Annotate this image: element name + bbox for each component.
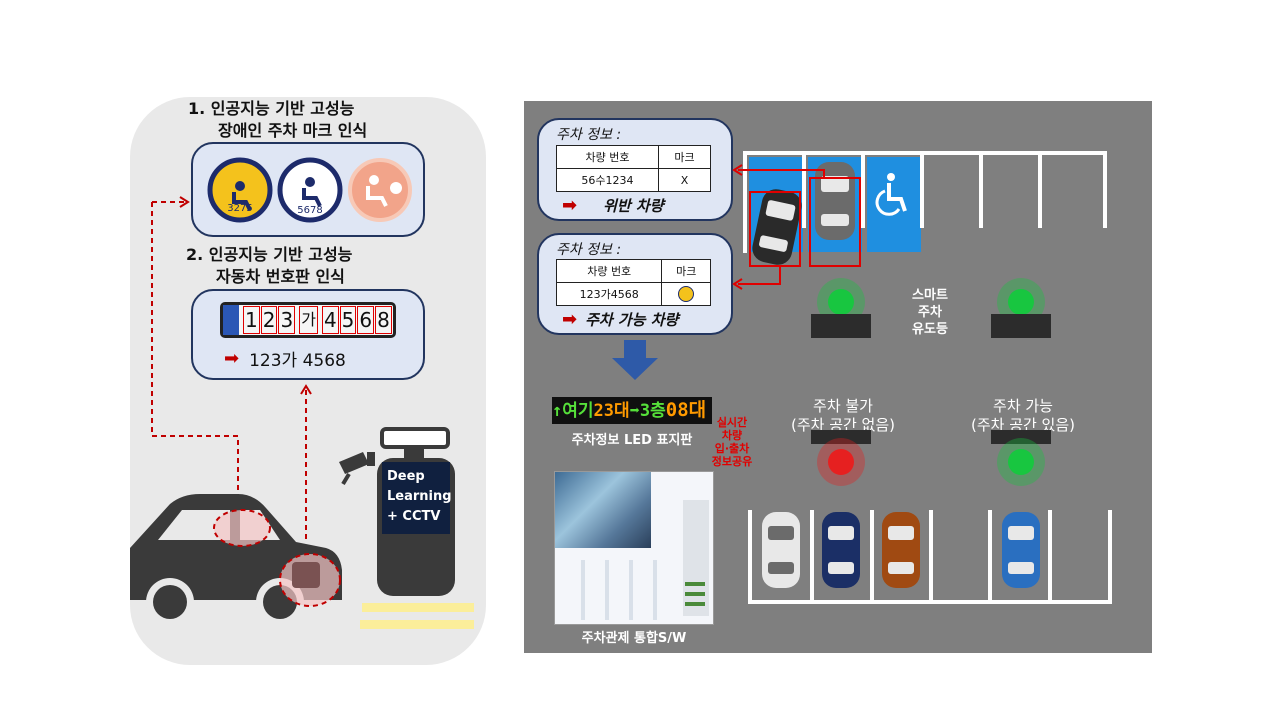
info1-mark: X [657, 168, 712, 192]
camera-feed-image [555, 472, 651, 548]
software-label: 주차관제 통합S/W [581, 631, 687, 646]
guide-light-green-1 [811, 278, 871, 338]
info1-col1: 차량 번호 [556, 145, 659, 169]
right-arrow-icon: ➡ [224, 348, 240, 369]
kiosk-head [380, 427, 450, 449]
guide-light-green-2 [991, 278, 1051, 338]
cctv-camera-icon [339, 452, 375, 486]
realtime-line2: 차량 [721, 429, 743, 442]
sensor-grid [561, 560, 675, 620]
info2-plate: 123가4568 [555, 282, 663, 306]
info1-plate: 56수1234 [556, 168, 659, 192]
white-mark-number: 5678 [297, 205, 322, 216]
control-software-screenshot [554, 471, 714, 625]
info1-col2: 마크 [657, 145, 712, 169]
realtime-line1: 실시간 [716, 416, 748, 429]
white-parking-mark: 5678 [277, 157, 343, 223]
status-available-line2: (주차 공간 있음) [970, 416, 1076, 434]
guide-light-red [811, 430, 871, 486]
realtime-sharing-label: 실시간 차량 입·출차 정보공유 [704, 416, 760, 468]
kiosk-label-line3: + CCTV [387, 509, 441, 524]
plate-char: 2 [260, 306, 278, 334]
down-arrow-icon [612, 340, 658, 380]
guide-light-green-3 [991, 430, 1051, 486]
plate-char: 8 [375, 306, 392, 334]
plate-char: 6 [357, 306, 375, 334]
guide-light-line2: 주차 [918, 305, 942, 320]
realtime-line3: 입·출차 [714, 442, 750, 455]
led-text-orange-1: 23대 [593, 401, 630, 421]
plate-char: 4 [321, 306, 339, 334]
accessible-spot-3 [867, 157, 921, 252]
led-text-green-1: ↑여기 [552, 401, 594, 421]
parked-car-navy [822, 512, 860, 588]
info2-result-row: ➡ 주차 가능 차량 [562, 309, 678, 330]
status-unavailable-line1: 주차 불가 [813, 397, 873, 415]
kiosk-label: Deep Learning + CCTV [387, 467, 452, 527]
led-text-green-2: ➡3층 [629, 401, 666, 421]
info2-mark-cell [661, 282, 711, 306]
status-available: 주차 가능 (주차 공간 있음) [948, 397, 1098, 435]
detection-boxes [732, 164, 861, 290]
info2-col2: 마크 [661, 259, 711, 283]
bottom-parking-lines [748, 510, 1112, 604]
step2-title-line2: 자동차 번호판 인식 [216, 267, 345, 286]
info2-result: 주차 가능 차량 [585, 311, 679, 329]
info2-col1: 차량 번호 [555, 259, 663, 283]
car-silhouette [130, 494, 342, 626]
step2-title-line1: 2. 인공지능 기반 고성능 [186, 245, 353, 264]
guide-light-line1: 스마트 [912, 288, 948, 303]
guide-light-label: 스마트 주차 유도등 [900, 287, 960, 338]
yellow-mark-number: 3275 [227, 203, 252, 214]
plate-char: 5 [339, 306, 357, 334]
info2-title: 주차 정보 : [556, 242, 622, 258]
step1-title-line1: 1. 인공지능 기반 고성능 [188, 99, 355, 118]
kiosk-label-line1: Deep [387, 469, 425, 484]
step1-title-line2: 장애인 주차 마크 인식 [218, 121, 368, 140]
orange-parking-mark [348, 158, 412, 222]
right-arrow-icon: ➡ [562, 309, 578, 330]
info1-title: 주차 정보 : [556, 127, 622, 143]
led-text-orange-2: 08대 [665, 399, 707, 421]
disability-mark-icon [678, 286, 695, 302]
plate-flag-strip [223, 305, 239, 335]
plate-char: 1 [243, 306, 260, 334]
kiosk-label-line2: Learning [387, 489, 452, 504]
kiosk-neck [404, 449, 424, 459]
disability-marks: 3275 5678 [207, 157, 412, 223]
status-available-line1: 주차 가능 [993, 397, 1053, 415]
parked-car-black [752, 189, 802, 265]
parked-car-blue [1002, 512, 1040, 588]
parked-car-brown [882, 512, 920, 588]
connector-lines [151, 196, 312, 540]
plate-result: 123가 4568 [249, 351, 346, 371]
guide-light-line3: 유도등 [912, 322, 948, 337]
info1-result-row: ➡ 위반 차량 [562, 195, 664, 216]
parked-car-white [762, 512, 800, 588]
control-panel-strip [683, 500, 709, 616]
realtime-line4: 정보공유 [711, 455, 753, 468]
info1-result: 위반 차량 [603, 197, 664, 215]
top-parking-lines [743, 151, 1107, 253]
led-board-label: 주차정보 LED 표지판 [571, 433, 693, 448]
led-board: ↑여기23대➡3층08대 [552, 397, 712, 424]
parked-car-gray [815, 162, 855, 240]
yellow-parking-mark: 3275 [207, 157, 273, 223]
yellow-stripe-2 [360, 620, 474, 629]
wheelchair-icon [875, 173, 907, 216]
yellow-stripe-1 [362, 603, 474, 612]
plate-char: 3 [278, 306, 296, 334]
right-arrow-icon: ➡ [562, 195, 578, 216]
kiosk-screen: Deep Learning + CCTV [382, 462, 452, 534]
plate-result-row: ➡ 123가 4568 [224, 346, 346, 371]
status-unavailable: 주차 불가 (주차 공간 없음) [768, 397, 918, 435]
status-unavailable-line2: (주차 공간 없음) [790, 416, 896, 434]
plate-char: 가 [299, 306, 318, 334]
